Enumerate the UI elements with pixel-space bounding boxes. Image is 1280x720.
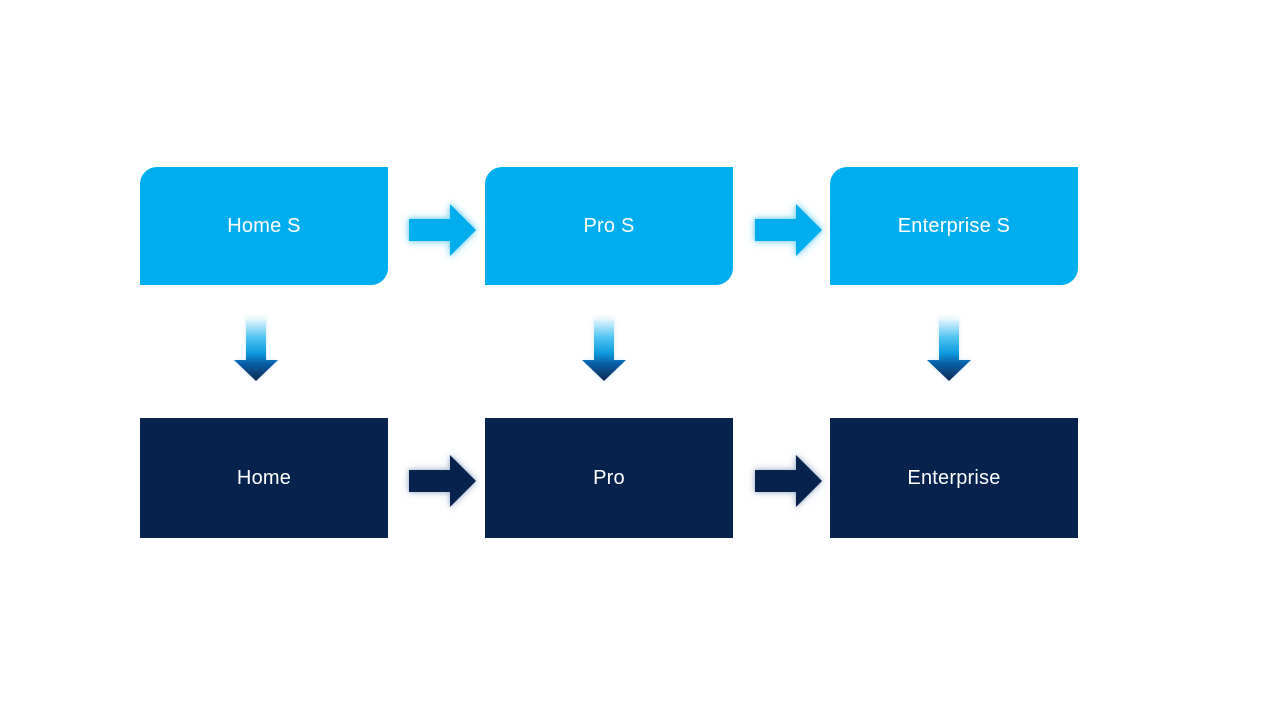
bottom-box-pro-label: Pro	[593, 466, 625, 489]
right-arrow-icon	[409, 455, 476, 507]
top-box-pro-label: Pro S	[583, 214, 635, 237]
bottom-box-pro: Pro	[485, 418, 733, 538]
bottom-box-home-label: Home	[236, 466, 292, 489]
down-arrow-icon	[234, 318, 278, 381]
top-box-pro: Pro S	[485, 167, 733, 285]
bottom-box-enterprise: Enterprise	[830, 418, 1078, 538]
top-box-enterprise: Enterprise S	[830, 167, 1078, 285]
bottom-box-home: Home	[140, 418, 388, 538]
top-box-home-label: Home S	[227, 214, 301, 237]
right-arrow-icon	[755, 204, 822, 256]
top-box-home: Home S	[140, 167, 388, 285]
right-arrow-icon	[409, 204, 476, 256]
right-arrow-icon	[755, 455, 822, 507]
down-arrow-icon	[582, 318, 626, 381]
down-arrow-icon	[927, 318, 971, 381]
bottom-box-enterprise-label: Enterprise	[907, 466, 1001, 489]
top-box-enterprise-label: Enterprise S	[897, 214, 1011, 237]
